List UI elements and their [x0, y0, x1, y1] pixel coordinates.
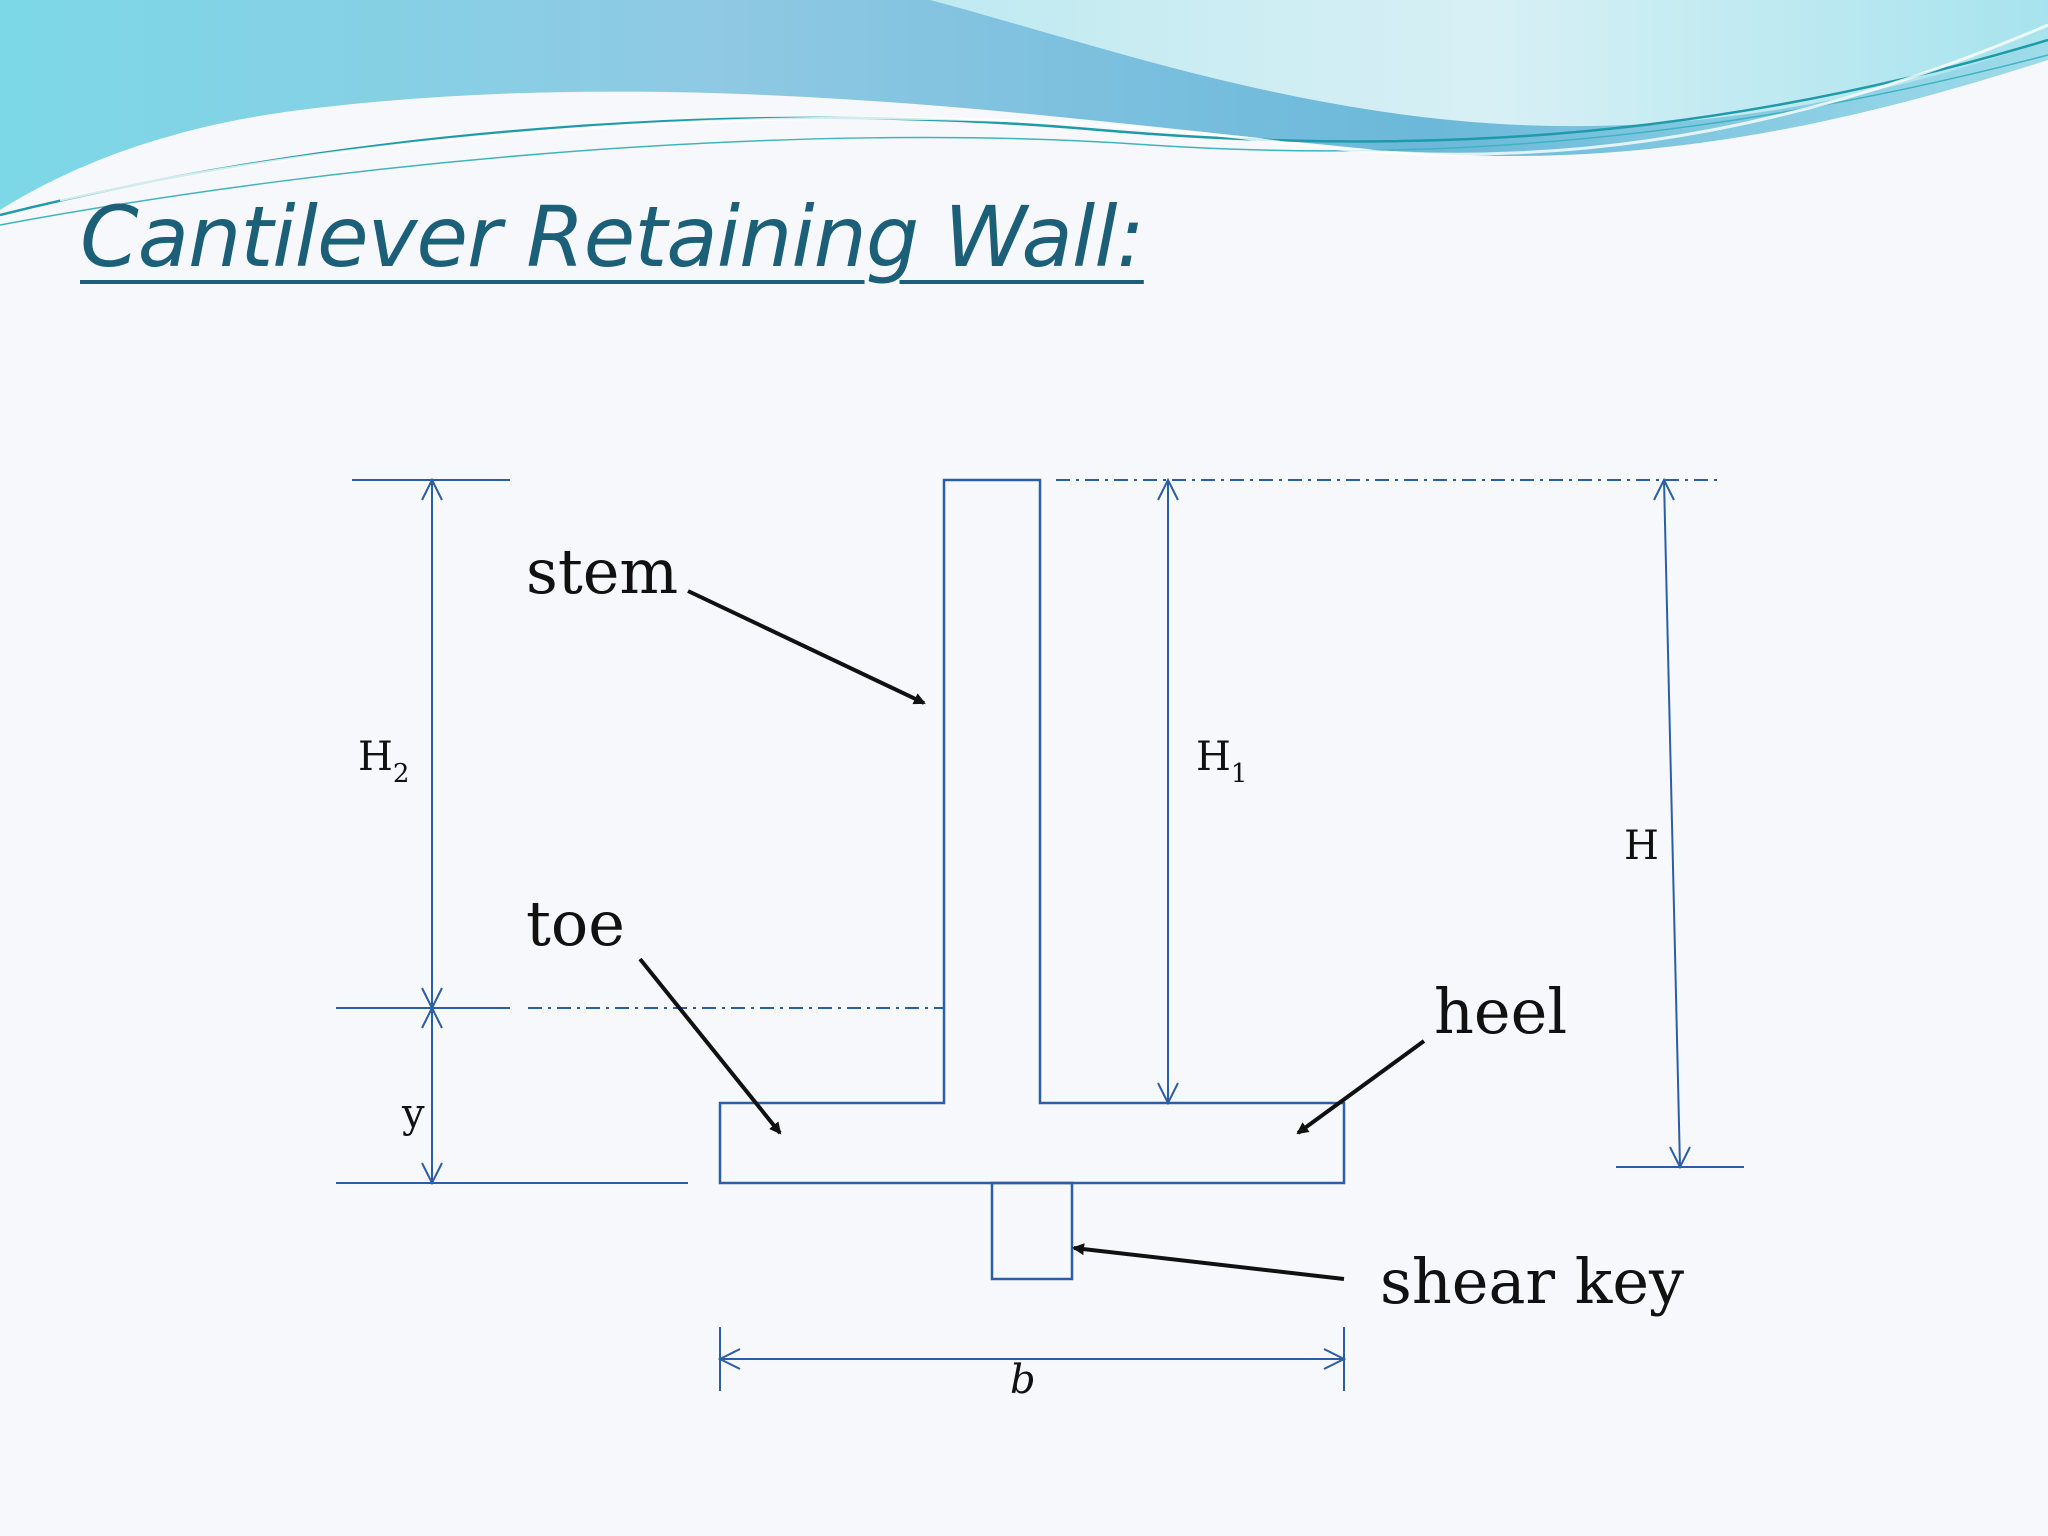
toe-callout-arrow	[638, 957, 782, 1135]
y-arrowhead-bottom	[421, 1162, 443, 1186]
shear-key-callout-arrow	[1072, 1243, 1345, 1281]
banner-swoosh-3	[59, 23, 2048, 202]
h1-arrowhead-top	[1157, 477, 1179, 501]
y-label: y	[401, 1091, 425, 1137]
stem-label: stem	[526, 535, 678, 608]
h1-label-sub: 1	[1231, 759, 1248, 789]
wall-section-outline	[718, 478, 1346, 1185]
banner-swoosh-2	[0, 54, 2048, 226]
h1-label-main: H	[1196, 734, 1231, 780]
wall-outline	[718, 478, 1346, 1281]
h1-arrowhead-bottom	[1157, 1082, 1179, 1106]
shear-key-outline	[990, 1181, 1074, 1281]
header-banner	[0, 0, 2048, 226]
callout-arrows	[638, 589, 1426, 1281]
b-arrowhead-left	[717, 1348, 741, 1370]
dimension-arrows	[421, 477, 1691, 1370]
dimension-labels: H2 H1 H y b	[358, 734, 1659, 1403]
slide-title: Cantilever Retaining Wall:	[80, 188, 1145, 286]
h-label: H	[1624, 823, 1659, 869]
h2-arrowhead-top	[421, 477, 443, 501]
h2-label: H2	[358, 734, 409, 789]
h-arrowhead-top	[1653, 477, 1675, 501]
toe-label: toe	[526, 887, 625, 960]
b-label: b	[1010, 1357, 1036, 1403]
h1-label: H1	[1196, 734, 1247, 789]
shear-key-label: shear key	[1380, 1245, 1684, 1318]
b-arrowhead-right	[1323, 1348, 1347, 1370]
h-dimension-line	[1663, 479, 1681, 1168]
reference-lines	[336, 479, 1744, 1391]
h2-label-main: H	[358, 734, 393, 780]
banner-wave-front	[930, 0, 2048, 127]
heel-callout-arrow	[1296, 1039, 1426, 1135]
h-arrowhead-bottom	[1669, 1146, 1691, 1170]
stem-callout-arrow	[687, 589, 926, 705]
heel-label: heel	[1434, 975, 1567, 1048]
h2-label-sub: 2	[393, 759, 410, 789]
y-arrowhead-top	[421, 1005, 443, 1029]
component-labels: stem toe heel shear key	[526, 535, 1684, 1318]
